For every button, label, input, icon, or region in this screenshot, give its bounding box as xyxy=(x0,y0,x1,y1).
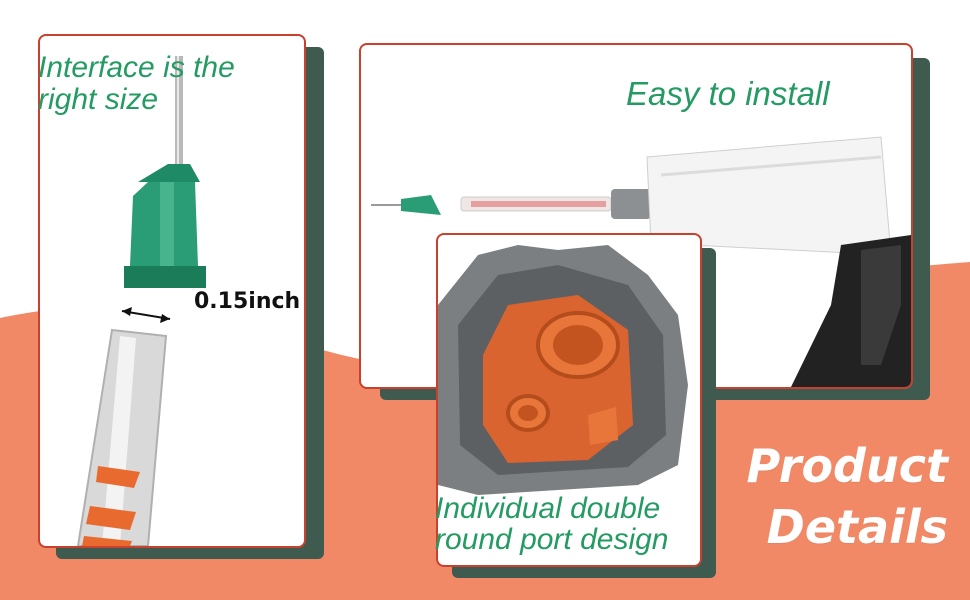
headline-line2: Details xyxy=(766,500,948,554)
needle-closeup-panel xyxy=(38,34,306,548)
needle-closeup-image xyxy=(76,56,206,546)
interface-caption-line2: right size xyxy=(38,83,159,116)
measurement-label: 0.15inch xyxy=(194,289,301,314)
port-closeup-panel xyxy=(436,233,702,567)
headline-line1: Product xyxy=(746,439,948,493)
easy-install-caption: Easy to install xyxy=(626,75,830,112)
interface-caption-line1: Interface is the xyxy=(38,51,235,84)
port-closeup-image xyxy=(438,245,688,495)
dispensing-gun-image xyxy=(371,136,911,387)
port-caption-line2: round port design xyxy=(435,523,669,556)
port-caption-line1: Individual double xyxy=(435,492,661,525)
